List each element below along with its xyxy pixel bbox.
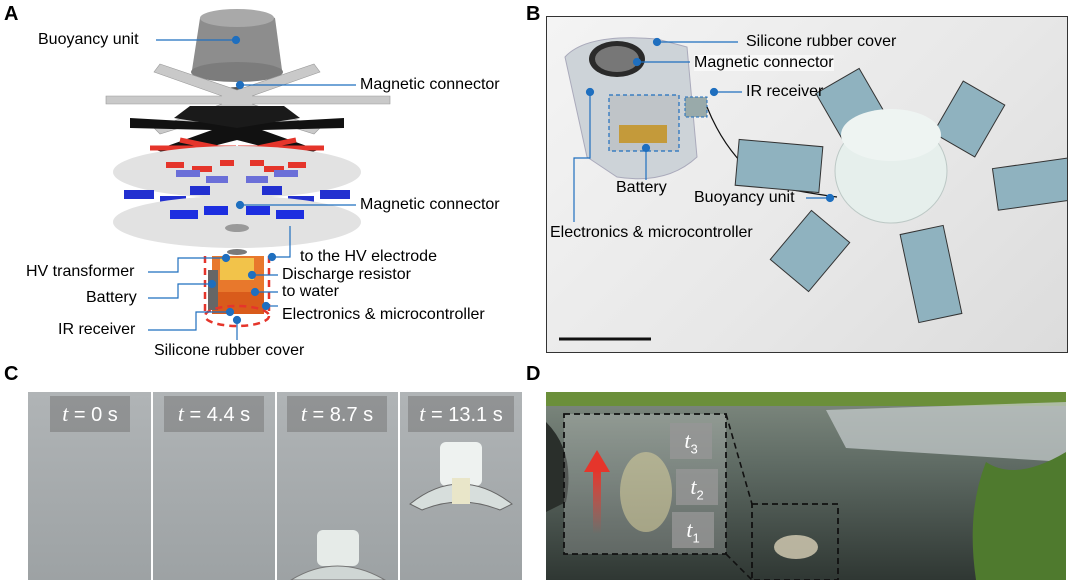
label-to-hv-electrode: to the HV electrode	[300, 248, 437, 265]
label-ir-receiver-b: IR receiver	[746, 83, 824, 100]
time-label-0: t = 0 s	[50, 396, 130, 432]
label-silicone-cover-a: Silicone rubber cover	[154, 342, 305, 359]
pond-drawing	[546, 392, 1066, 580]
robot-surfaced-icon	[409, 442, 513, 511]
exploded-view-drawing	[105, 9, 391, 340]
panel-letter-d: D	[526, 363, 541, 385]
label-electronics-b: Electronics & microcontroller	[550, 224, 753, 241]
up-arrow-icon	[593, 470, 601, 534]
label-buoyancy-unit: Buoyancy unit	[38, 31, 139, 48]
label-hv-transformer: HV transformer	[26, 263, 135, 280]
label-battery-a: Battery	[86, 289, 137, 306]
label-magnetic-connector-top: Magnetic connector	[360, 76, 500, 93]
time-marker-t2: t2	[676, 469, 718, 505]
time-label-2: t = 8.7 s	[287, 396, 387, 432]
label-ir-receiver-a: IR receiver	[58, 321, 136, 338]
device-photo	[546, 16, 1068, 353]
device-photo-drawing	[559, 37, 1067, 341]
label-buoyancy-unit-b: Buoyancy unit	[694, 189, 795, 206]
panel-letter-a: A	[4, 3, 19, 25]
panel-letter-b: B	[526, 3, 541, 25]
panel-letter-c: C	[4, 363, 19, 385]
label-discharge-resistor: Discharge resistor	[282, 266, 411, 283]
robot-rising-icon	[290, 530, 386, 580]
time-marker-t1: t1	[672, 512, 714, 548]
label-to-water: to water	[282, 283, 339, 300]
time-marker-t3: t3	[670, 423, 712, 459]
time-label-1: t = 4.4 s	[164, 396, 264, 432]
label-electronics-a: Electronics & microcontroller	[282, 306, 485, 323]
time-label-3: t = 13.1 s	[408, 396, 514, 432]
label-silicone-cover-b: Silicone rubber cover	[746, 33, 897, 50]
label-magnetic-connector-mid: Magnetic connector	[360, 196, 500, 213]
label-battery-b: Battery	[616, 179, 667, 196]
pond-photo	[546, 392, 1066, 580]
label-magnetic-connector-b: Magnetic connector	[694, 54, 834, 71]
